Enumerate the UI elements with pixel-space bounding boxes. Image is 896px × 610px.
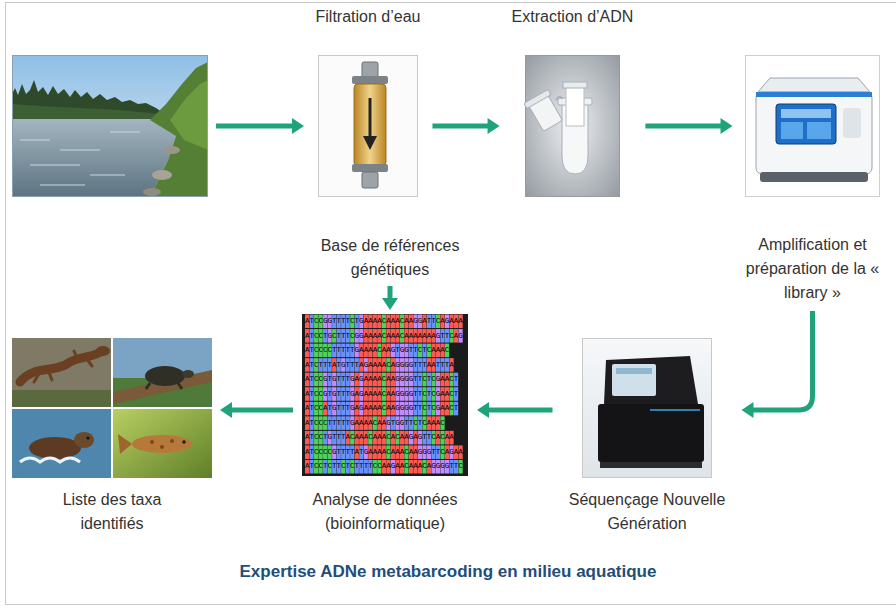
sequence-line: ATCCTCTTCTCTTTTCCAAGAACAAACAGGGGTTC: [302, 459, 468, 474]
arrow-head: [488, 118, 500, 134]
sequence-line: ATCTTTATGTTTAGAAAACAGGGGTTTAATTTA: [302, 358, 468, 373]
process-step: Extraction d’ADN: [508, 5, 638, 197]
flow-arrow: [742, 311, 813, 418]
filter-capsule-photo: [319, 56, 418, 197]
sequence-line: ATCCCCTTTTTGAAAACAAGTGGTTCTCAAAC: [302, 343, 468, 358]
sequence-line: ATCCTGTTTACAAACAAACACAAGAGTTCACAA: [302, 430, 468, 445]
frame: [6, 3, 896, 605]
flow-arrow: [382, 286, 398, 310]
sequence-line: ATCCGTGTTTGAGAAAACAAGGGGTTCTCGAACT: [302, 387, 468, 402]
step-label: Extraction d’ADN: [512, 5, 634, 29]
sequence-line: ATCCCCGTTTTATGAAAACAAACAAGGGTTCAGAA: [302, 445, 468, 460]
sequence-image: ATCCGGTTTTCTGAAAACAAACAAGGATTCAGAAAATCCT…: [302, 314, 468, 476]
step-label: Liste des taxa identifiés: [52, 488, 172, 536]
flow-arrow: [477, 402, 553, 418]
sequence-line: ATCCGTGTTTGAGAAAACAAGGGGTTCTCGAACT: [302, 372, 468, 387]
step-label: Base de références génétiques: [315, 234, 465, 282]
sequence-line: ATCCTGCTTTCGGAAAACAAACAAAAAAAGTTCAG: [302, 329, 468, 344]
flow-arrow: [216, 118, 304, 134]
river-photo: [12, 55, 208, 197]
step-label: Amplification et préparation de la « lib…: [745, 233, 881, 305]
arrow-head: [220, 402, 232, 418]
process-step: Séquençage Nouvelle Génération: [561, 338, 734, 536]
arrow-shaft: [645, 124, 722, 129]
arrow-shaft: [487, 408, 553, 413]
taxa-photo-collage: [12, 338, 212, 478]
flow-arrow: [432, 118, 499, 134]
thermocycler-photo: [746, 56, 880, 197]
sequencer-photo: [583, 339, 712, 478]
sequence-line: ATCCATGTTTGAGAAAACAAGGGGTTCTCGAACT: [302, 401, 468, 416]
step-label: Filtration d’eau: [316, 5, 421, 29]
arrow-head: [742, 402, 754, 418]
step-label: Analyse de données (bioinformatique): [305, 488, 465, 536]
photo-border: [13, 56, 208, 197]
process-step: Filtration d’eau: [312, 5, 425, 197]
diagram-title: Expertise ADNe metabarcoding en milieu a…: [0, 560, 896, 584]
arrow-shaft: [432, 124, 489, 129]
process-step: Amplification et préparation de la « lib…: [741, 55, 885, 305]
step-label: Séquençage Nouvelle Génération: [565, 488, 730, 536]
flow-arrow: [220, 402, 293, 418]
reference-label: Base de références génétiques: [311, 234, 469, 282]
arrow-head: [477, 402, 489, 418]
arrow-head: [382, 298, 398, 310]
arrow-shaft: [230, 408, 293, 413]
sequence-line: ATCCCTTTTTGAAAACAAGTGGTTCTCAAAC: [302, 416, 468, 431]
arrow-head: [721, 118, 733, 134]
arrow-shaft: [388, 286, 393, 300]
arrow-shaft: [752, 311, 813, 410]
sequence-line: ATCCGGTTTTCTGAAAACAAACAAGGATTCAGAAA: [302, 314, 468, 329]
process-step: Analyse de données (bioinformatique): [301, 314, 469, 536]
extraction-tube-photo: [524, 56, 620, 197]
process-step: Liste des taxa identifiés: [12, 338, 212, 536]
flow-arrow: [645, 118, 732, 134]
